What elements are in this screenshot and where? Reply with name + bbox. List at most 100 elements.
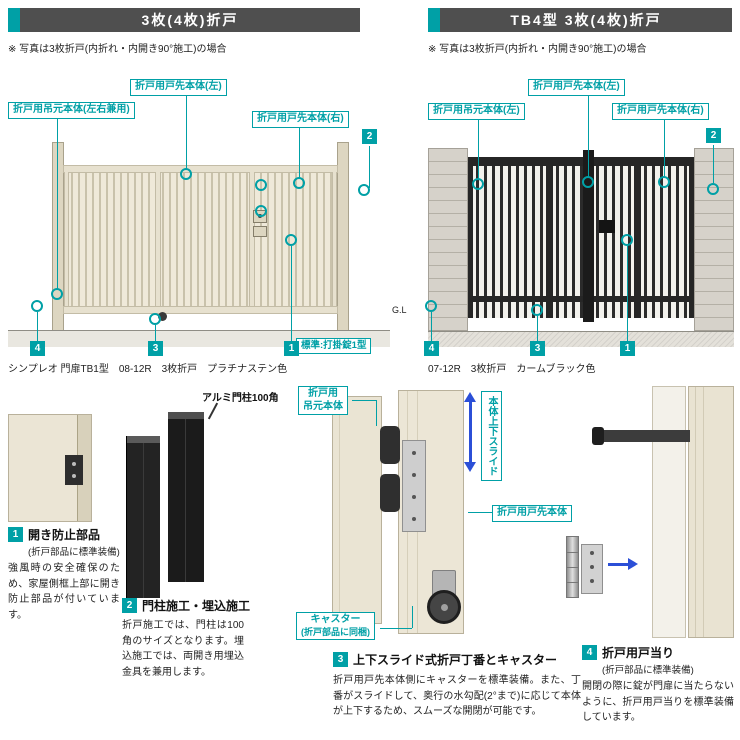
detail1-body: 強風時の安全確保のため、家屋側框上部に開き防止部品が付いています。 bbox=[8, 563, 120, 621]
callout-line bbox=[588, 95, 589, 178]
callout-circle bbox=[285, 234, 297, 246]
callout-line bbox=[627, 246, 628, 341]
right-marker-2: 2 bbox=[706, 128, 721, 143]
detail1-image-panel bbox=[8, 414, 92, 522]
detail4-body: 開閉の際に錠が門扉に当たらないように、折戸用戸当りを標準装備しています。 bbox=[582, 681, 734, 723]
pointer-line bbox=[207, 402, 219, 420]
panel-line bbox=[339, 397, 340, 623]
left-label-end-body-right: 折戸用戸先本体(右) bbox=[252, 111, 349, 128]
callout-circle bbox=[658, 176, 670, 188]
detail2-body: 折戸施工では、門柱は100角のサイズとなります。埋込施工では、両開き用埋込金具を… bbox=[122, 620, 244, 678]
right-gate-stile bbox=[546, 157, 553, 318]
ground-line-label: G.L bbox=[392, 305, 407, 315]
callout-circle bbox=[707, 183, 719, 195]
detail3-number-badge: 3 bbox=[333, 652, 348, 667]
screw-dot bbox=[412, 517, 416, 521]
right-gate-latch bbox=[599, 220, 615, 233]
screw-dot bbox=[72, 474, 76, 478]
callout-line bbox=[537, 316, 538, 341]
callout-circle bbox=[149, 313, 161, 325]
left-section-title: 3枚(4枚)折戸 bbox=[20, 8, 360, 32]
folding-door-left-leaf bbox=[332, 396, 382, 624]
callout-circle bbox=[255, 179, 267, 191]
callout-line bbox=[155, 325, 156, 341]
callout-line bbox=[468, 512, 492, 513]
right-ground bbox=[428, 331, 734, 347]
callout-line bbox=[352, 400, 376, 401]
callout-line bbox=[431, 312, 432, 341]
callout-line bbox=[186, 95, 187, 170]
callout-line bbox=[713, 145, 714, 183]
header-accent-square bbox=[8, 8, 20, 32]
right-label-end-body-left: 折戸用戸先本体(左) bbox=[528, 79, 625, 96]
screw-dot bbox=[590, 551, 594, 555]
aluminum-post-label: アルミ門柱100角 bbox=[202, 393, 279, 404]
slide-hinge-plate bbox=[402, 440, 426, 532]
screw-dot bbox=[412, 473, 416, 477]
slide-arrow-down-head bbox=[464, 462, 476, 472]
end-body-label: 折戸用戸先本体 bbox=[492, 505, 572, 522]
left-marker-1: 1 bbox=[284, 341, 299, 356]
right-marker-1: 1 bbox=[620, 341, 635, 356]
hinge-body-label-line2: 吊元本体 bbox=[303, 400, 343, 412]
panel-line bbox=[703, 387, 704, 637]
hinge-body-label-line1: 折戸用 bbox=[308, 388, 338, 399]
right-gate-stile bbox=[468, 157, 473, 318]
hinge-knuckle bbox=[380, 426, 400, 464]
left-gate-stile bbox=[332, 172, 337, 306]
left-marker-3: 3 bbox=[148, 341, 163, 356]
detail3-title: 上下スライド式折戸丁番とキャスター bbox=[353, 653, 558, 667]
right-label-end-body-right: 折戸用戸先本体(右) bbox=[612, 103, 709, 120]
callout-circle bbox=[51, 288, 63, 300]
left-gate-bottom-rail bbox=[63, 306, 338, 314]
detail1-number-badge: 1 bbox=[8, 527, 23, 542]
left-label-end-body-left: 折戸用戸先本体(左) bbox=[130, 79, 227, 96]
caster-label-line2: (折戸部品に同梱) bbox=[301, 626, 370, 637]
right-section-header: TB4型 3枚(4枚)折戸 bbox=[428, 8, 732, 32]
left-gate-top-rail bbox=[63, 165, 338, 173]
callout-line bbox=[412, 606, 413, 628]
gate-post-rear bbox=[168, 412, 204, 582]
slide-arrow-up-head bbox=[464, 392, 476, 402]
left-marker-4: 4 bbox=[30, 341, 45, 356]
right-brick-wall-right bbox=[694, 148, 734, 331]
callout-line bbox=[57, 118, 58, 290]
knuckle-line bbox=[567, 567, 578, 568]
callout-line bbox=[376, 400, 377, 426]
right-gate-mid-rail bbox=[468, 296, 694, 302]
left-gate-stile bbox=[249, 172, 255, 306]
panel-line bbox=[695, 387, 696, 637]
hinge-plate bbox=[581, 544, 603, 594]
screw-dot bbox=[590, 565, 594, 569]
detail1-title: 開き防止部品 bbox=[28, 528, 101, 542]
left-gate-caster bbox=[158, 312, 167, 321]
right-note: ※ 写真は3枚折戸(内折れ・内開き90°施工)の場合 bbox=[428, 44, 647, 55]
callout-line bbox=[664, 119, 665, 178]
detail3-body: 折戸用戸先本体側にキャスターを標準装備。また、丁番がスライドして、奥行の水勾配(… bbox=[333, 675, 581, 717]
header-accent-square bbox=[428, 8, 440, 32]
post-seam bbox=[185, 419, 186, 582]
callout-line bbox=[369, 146, 370, 188]
post-top-face bbox=[127, 436, 160, 443]
right-gate-stile bbox=[634, 157, 641, 318]
screw-dot bbox=[412, 495, 416, 499]
left-caption: シンプレオ 門扉TB1型 08-12R 3枚折戸 プラチナステン色 bbox=[8, 364, 288, 375]
right-section-title: TB4型 3枚(4枚)折戸 bbox=[440, 8, 732, 32]
detail4-number-badge: 4 bbox=[582, 645, 597, 660]
arrow-shaft bbox=[608, 563, 628, 566]
callout-line bbox=[380, 628, 412, 629]
knuckle-line bbox=[567, 582, 578, 583]
callout-circle bbox=[531, 304, 543, 316]
detail2-title: 門柱施工・埋込施工 bbox=[142, 599, 251, 613]
callout-line bbox=[291, 246, 292, 341]
screw-dot bbox=[412, 451, 416, 455]
callout-line bbox=[299, 127, 300, 179]
door-stop-cap bbox=[592, 427, 604, 445]
left-gate-end-post bbox=[337, 142, 349, 334]
gate-post-front bbox=[126, 436, 160, 598]
left-label-hinge-body: 折戸用吊元本体(左右兼用) bbox=[8, 102, 135, 119]
callout-line bbox=[37, 312, 38, 341]
detail2-number-badge: 2 bbox=[122, 598, 137, 613]
detail1-subtitle: (折戸部品に標準装備) bbox=[28, 547, 120, 558]
